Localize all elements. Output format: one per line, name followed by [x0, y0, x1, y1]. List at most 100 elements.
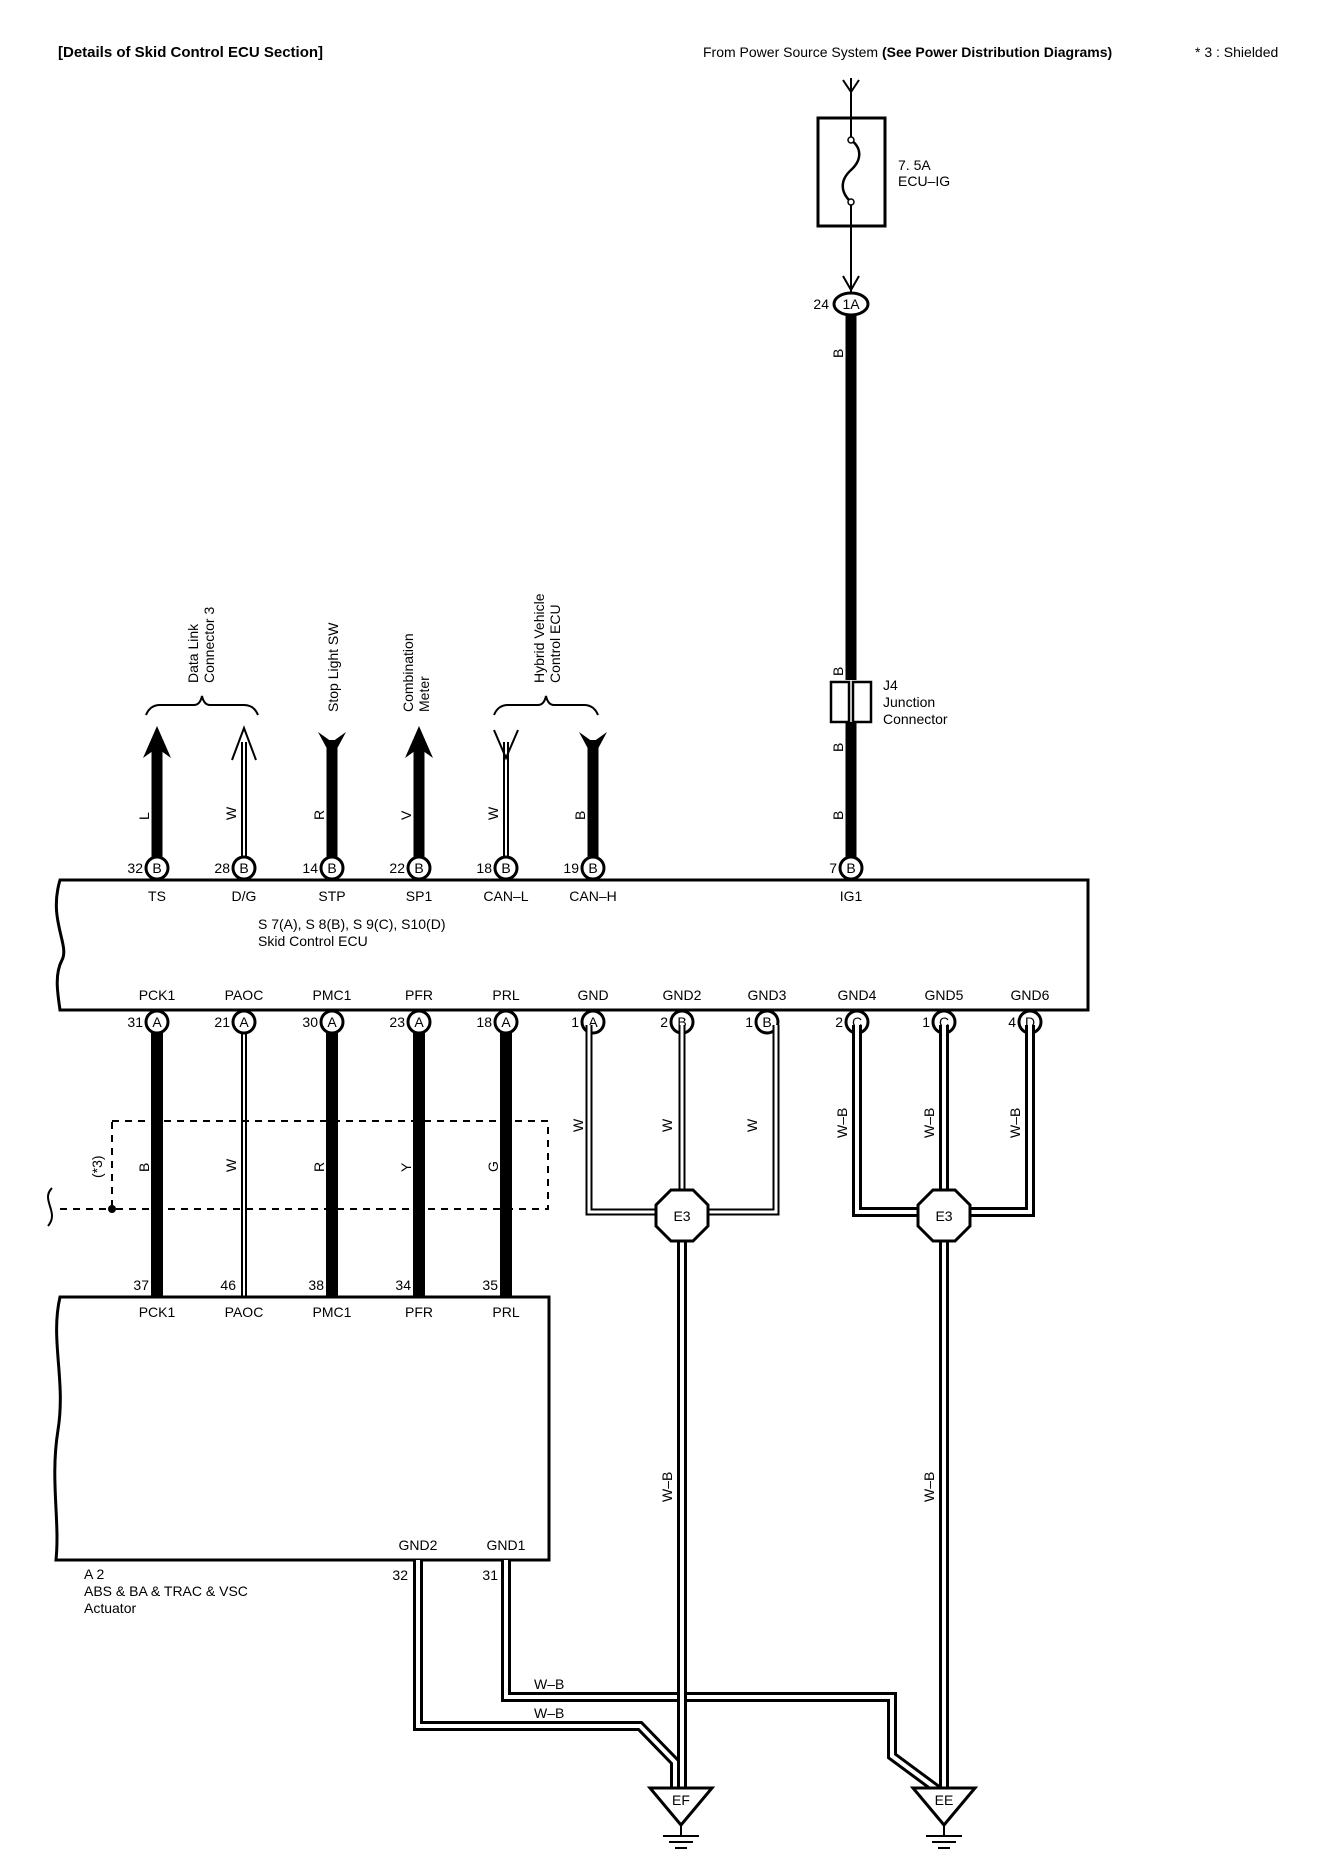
act-gnd1-wire — [501, 1560, 941, 1795]
wire-top-4 — [493, 729, 519, 866]
wire-color-bottom-1: W — [223, 1158, 239, 1172]
svg-text:A: A — [414, 1014, 424, 1030]
svg-text:24: 24 — [813, 296, 829, 312]
wire-color-top-3: V — [398, 810, 414, 820]
svg-text:B: B — [588, 860, 597, 876]
wire-color-bottom-0: B — [136, 1163, 152, 1172]
wire-top-5 — [579, 732, 607, 866]
svg-text:C: C — [852, 1014, 862, 1030]
act-pin-num-1: 46 — [220, 1277, 236, 1293]
pin-num-top-4: 18 — [476, 860, 492, 876]
dest-hv-1: Hybrid Vehicle — [531, 593, 547, 683]
wire-color-bottom-9: W–B — [921, 1108, 937, 1138]
term-bottom-5: GND — [577, 987, 608, 1003]
splice-left-wire-color: W–B — [659, 1472, 675, 1502]
fuse-output-wire — [842, 226, 860, 293]
wire-color-bottom-3: Y — [398, 1162, 414, 1172]
act-term-3: PFR — [405, 1304, 433, 1320]
ecu-name: Skid Control ECU — [258, 933, 368, 949]
pin-top-1: B — [231, 855, 257, 881]
connector-1a: 1A 24 — [813, 291, 870, 680]
term-bottom-0: PCK1 — [139, 987, 176, 1003]
act-term-4: PRL — [492, 1304, 519, 1320]
actuator-name: ABS & BA & TRAC & VSC — [84, 1583, 248, 1599]
splice-e3-right: E3 — [916, 1188, 972, 1243]
svg-text:C: C — [939, 1014, 949, 1030]
act-gnd1-term: GND1 — [487, 1537, 526, 1553]
fuse-symbol-icon — [841, 138, 861, 203]
term-bottom-10: GND6 — [1011, 987, 1050, 1003]
junction-id: J4 — [883, 677, 898, 693]
term-bottom-3: PFR — [405, 987, 433, 1003]
wire-color-bottom-10: W–B — [1007, 1108, 1023, 1138]
pin-bottom-3: A — [406, 1009, 432, 1035]
pin-num-bottom-5: 1 — [571, 1014, 579, 1030]
ecu-bottom-pins: BPCK1A31WPAOCA21RPMC1A30YPFRA23GPRLA18WG… — [127, 987, 1050, 1297]
act-pin-num-0: 37 — [133, 1277, 149, 1293]
svg-text:E3: E3 — [935, 1208, 952, 1224]
term-bottom-9: GND5 — [925, 987, 964, 1003]
dest-dlc3-2: Connector 3 — [201, 607, 217, 683]
svg-text:B: B — [327, 860, 336, 876]
wire-top-3 — [405, 726, 433, 866]
act-gnd2-wire — [413, 1560, 680, 1790]
act-term-1: PAOC — [225, 1304, 264, 1320]
act-pin-num-4: 35 — [482, 1277, 498, 1293]
splice-left-bus — [585, 1025, 780, 1216]
wire-color-ig-top: B — [830, 349, 846, 358]
svg-text:B: B — [677, 1014, 686, 1030]
wire-color-top-2: R — [311, 810, 327, 820]
svg-text:B: B — [762, 1014, 771, 1030]
svg-text:E3: E3 — [673, 1208, 690, 1224]
dlc3-brace — [145, 695, 259, 716]
act-gnd2-term: GND2 — [399, 1537, 438, 1553]
pin-top-0: B — [144, 855, 170, 881]
wire-color-top-0: L — [136, 812, 152, 820]
ground-ef: EF — [646, 1786, 716, 1849]
hv-brace — [493, 695, 599, 716]
pin-num-top-0: 32 — [127, 860, 143, 876]
svg-text:A: A — [152, 1014, 162, 1030]
wire-color-j4-top: B — [830, 667, 846, 676]
wire-top-0 — [143, 726, 171, 866]
svg-text:A: A — [501, 1014, 511, 1030]
pin-bottom-2: A — [319, 1009, 345, 1035]
pin-bottom-6: B — [669, 1009, 695, 1035]
act-term-0: PCK1 — [139, 1304, 176, 1320]
splice-e3-left: E3 — [654, 1188, 710, 1243]
shield-label: (*3) — [89, 1155, 105, 1178]
act-gnd2-pin: 32 — [392, 1567, 408, 1583]
pin-num-top-3: 22 — [389, 860, 405, 876]
ecu-top-pins: LB32TSWB28D/GRB14STPVB22SP1WB18CAN–LBB19… — [127, 725, 864, 904]
wire-color-top-1: W — [223, 806, 239, 820]
junction-name-2: Connector — [883, 711, 948, 727]
svg-text:A: A — [588, 1014, 598, 1030]
wire-color-top-4: W — [485, 806, 501, 820]
wire-color-bottom-8: W–B — [834, 1108, 850, 1138]
fuse-ecu-ig — [816, 116, 887, 228]
svg-text:A: A — [327, 1014, 337, 1030]
dest-meter-1: Combination — [400, 633, 416, 712]
actuator-name-2: Actuator — [84, 1600, 136, 1616]
pin-top-5: B — [580, 855, 606, 881]
ecu-connectors: S 7(A), S 8(B), S 9(C), S10(D) — [258, 916, 445, 932]
term-bottom-4: PRL — [492, 987, 519, 1003]
wire-top-1 — [231, 725, 257, 866]
junction-connector-j4 — [829, 680, 873, 868]
splice-right-bus — [852, 1025, 1035, 1217]
pin-num-top-1: 28 — [214, 860, 230, 876]
term-bottom-6: GND2 — [663, 987, 702, 1003]
pin-bottom-1: A — [231, 1009, 257, 1035]
pin-bottom-4: A — [493, 1009, 519, 1035]
wire-color-ig1: B — [830, 811, 846, 820]
act-term-2: PMC1 — [313, 1304, 352, 1320]
splice-right-wire-color: W–B — [921, 1472, 937, 1502]
term-top-3: SP1 — [406, 888, 433, 904]
svg-text:1A: 1A — [842, 296, 860, 312]
term-bottom-2: PMC1 — [313, 987, 352, 1003]
svg-text:EE: EE — [935, 1792, 954, 1808]
power-source-note: From Power Source System (See Power Dist… — [703, 44, 1112, 60]
pin-num-top-2: 14 — [302, 860, 318, 876]
